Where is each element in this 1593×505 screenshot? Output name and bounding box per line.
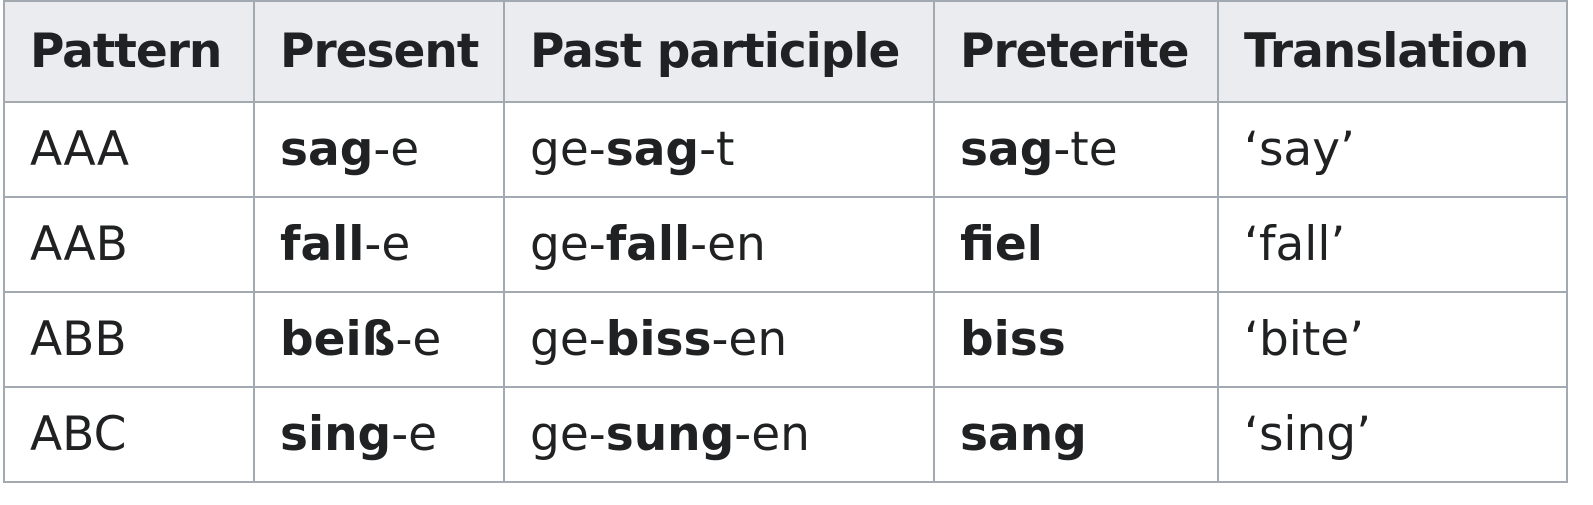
suffix: -en bbox=[734, 407, 810, 462]
stem: sung bbox=[605, 407, 735, 462]
suffix: -e bbox=[391, 407, 438, 462]
pattern-cell: AAB bbox=[3, 196, 255, 293]
header-translation: Translation bbox=[1217, 0, 1568, 103]
header-preterite: Preterite bbox=[933, 0, 1219, 103]
preterite-cell: sag-te bbox=[933, 101, 1219, 198]
verb-pattern-table: Pattern Present Past participle Preterit… bbox=[3, 0, 1568, 483]
stem: sag bbox=[280, 122, 374, 177]
translation-cell: ‘say’ bbox=[1217, 101, 1568, 198]
suffix: -te bbox=[1053, 122, 1118, 177]
stem: fall bbox=[280, 217, 365, 272]
header-present: Present bbox=[253, 0, 505, 103]
suffix: -e bbox=[373, 122, 420, 177]
header-pattern: Pattern bbox=[3, 0, 255, 103]
participle-cell: ge-sag-t bbox=[503, 101, 935, 198]
preterite-cell: sang bbox=[933, 386, 1219, 483]
present-cell: fall-e bbox=[253, 196, 505, 293]
stem: biss bbox=[960, 312, 1066, 367]
suffix: -e bbox=[395, 312, 442, 367]
table-row: AAA sag-e ge-sag-t sag-te ‘say’ bbox=[3, 101, 1568, 198]
stem: sing bbox=[280, 407, 392, 462]
present-cell: sing-e bbox=[253, 386, 505, 483]
present-cell: beiß-e bbox=[253, 291, 505, 388]
table-row: ABC sing-e ge-sung-en sang ‘sing’ bbox=[3, 386, 1568, 483]
header-past-participle: Past participle bbox=[503, 0, 935, 103]
translation-cell: ‘fall’ bbox=[1217, 196, 1568, 293]
prefix: ge- bbox=[530, 312, 606, 367]
table-body: AAA sag-e ge-sag-t sag-te ‘say’ AAB fall… bbox=[3, 101, 1568, 483]
prefix: ge- bbox=[530, 122, 606, 177]
participle-cell: ge-fall-en bbox=[503, 196, 935, 293]
suffix: -en bbox=[711, 312, 788, 367]
stem: fiel bbox=[960, 217, 1043, 272]
header-row: Pattern Present Past participle Preterit… bbox=[3, 0, 1568, 103]
stem: beiß bbox=[280, 312, 396, 367]
translation-cell: ‘sing’ bbox=[1217, 386, 1568, 483]
stem: sag bbox=[960, 122, 1054, 177]
suffix: -e bbox=[364, 217, 411, 272]
preterite-cell: fiel bbox=[933, 196, 1219, 293]
translation-cell: ‘bite’ bbox=[1217, 291, 1568, 388]
present-cell: sag-e bbox=[253, 101, 505, 198]
pattern-cell: AAA bbox=[3, 101, 255, 198]
pattern-cell: ABC bbox=[3, 386, 255, 483]
participle-cell: ge-biss-en bbox=[503, 291, 935, 388]
table-row: AAB fall-e ge-fall-en fiel ‘fall’ bbox=[3, 196, 1568, 293]
preterite-cell: biss bbox=[933, 291, 1219, 388]
stem: biss bbox=[605, 312, 712, 367]
pattern-cell: ABB bbox=[3, 291, 255, 388]
suffix: -en bbox=[690, 217, 766, 272]
table-row: ABB beiß-e ge-biss-en biss ‘bite’ bbox=[3, 291, 1568, 388]
prefix: ge- bbox=[530, 407, 606, 462]
stem: sang bbox=[960, 407, 1087, 462]
stem: sag bbox=[605, 122, 700, 177]
table-header: Pattern Present Past participle Preterit… bbox=[3, 0, 1568, 103]
prefix: ge- bbox=[530, 217, 606, 272]
stem: fall bbox=[605, 217, 691, 272]
suffix: -t bbox=[699, 122, 735, 177]
participle-cell: ge-sung-en bbox=[503, 386, 935, 483]
